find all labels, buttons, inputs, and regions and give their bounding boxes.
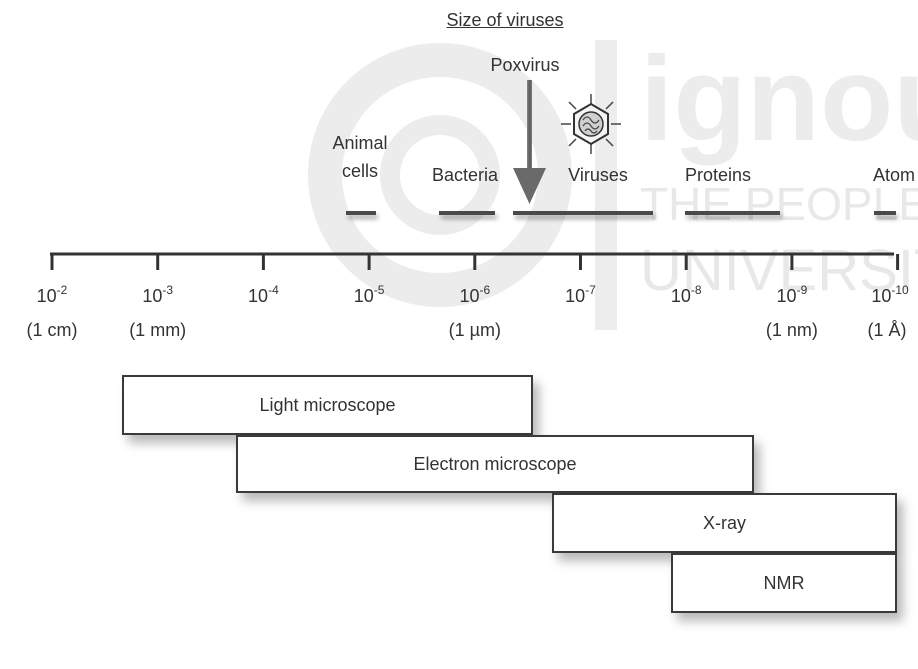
scale-axis bbox=[0, 240, 918, 280]
range-box-electron-microscope: Electron microscope bbox=[236, 435, 754, 493]
tick-label: 10-4 bbox=[248, 283, 279, 307]
tick-unit-label: (1 nm) bbox=[766, 320, 818, 341]
tick-label: 10-10 bbox=[871, 283, 908, 307]
category-label-animal-cells: Animal cells bbox=[332, 132, 387, 182]
tick-label: 10-5 bbox=[354, 283, 385, 307]
nmr-label: NMR bbox=[764, 573, 805, 594]
poxvirus-arrow bbox=[505, 80, 555, 210]
category-label-proteins: Proteins bbox=[685, 164, 751, 186]
tick-unit-label: (1 Å) bbox=[867, 320, 906, 341]
virus-particle-icon bbox=[559, 92, 623, 156]
range-box-light-microscope: Light microscope bbox=[122, 375, 533, 435]
electron-microscope-label: Electron microscope bbox=[413, 454, 576, 475]
poxvirus-label: Poxvirus bbox=[490, 54, 559, 76]
tick-label: 10-2 bbox=[37, 283, 68, 307]
category-label-atom: Atom bbox=[873, 164, 915, 186]
tick-label: 10-6 bbox=[459, 283, 490, 307]
category-label-bacteria: Bacteria bbox=[432, 164, 498, 186]
tick-label: 10-9 bbox=[777, 283, 808, 307]
range-box-nmr: NMR bbox=[671, 553, 897, 613]
range-bar-animal-cells bbox=[346, 211, 376, 215]
range-bar-proteins bbox=[685, 211, 780, 215]
tick-unit-label: (1 mm) bbox=[129, 320, 186, 341]
range-box-x-ray: X-ray bbox=[552, 493, 897, 553]
tick-unit-label: (1 µm) bbox=[449, 320, 501, 341]
tick-label: 10-8 bbox=[671, 283, 702, 307]
range-bar-bacteria bbox=[439, 211, 495, 215]
light-microscope-label: Light microscope bbox=[259, 395, 395, 416]
watermark-text-1: ignou bbox=[640, 32, 918, 166]
range-bar-viruses bbox=[513, 211, 653, 215]
range-bar-atom bbox=[874, 211, 896, 215]
tick-unit-label: (1 cm) bbox=[27, 320, 78, 341]
x-ray-label: X-ray bbox=[703, 513, 746, 534]
diagram-title: Size of viruses bbox=[446, 9, 563, 31]
tick-label: 10-3 bbox=[142, 283, 173, 307]
tick-label: 10-7 bbox=[565, 283, 596, 307]
category-label-viruses: Viruses bbox=[568, 164, 628, 186]
